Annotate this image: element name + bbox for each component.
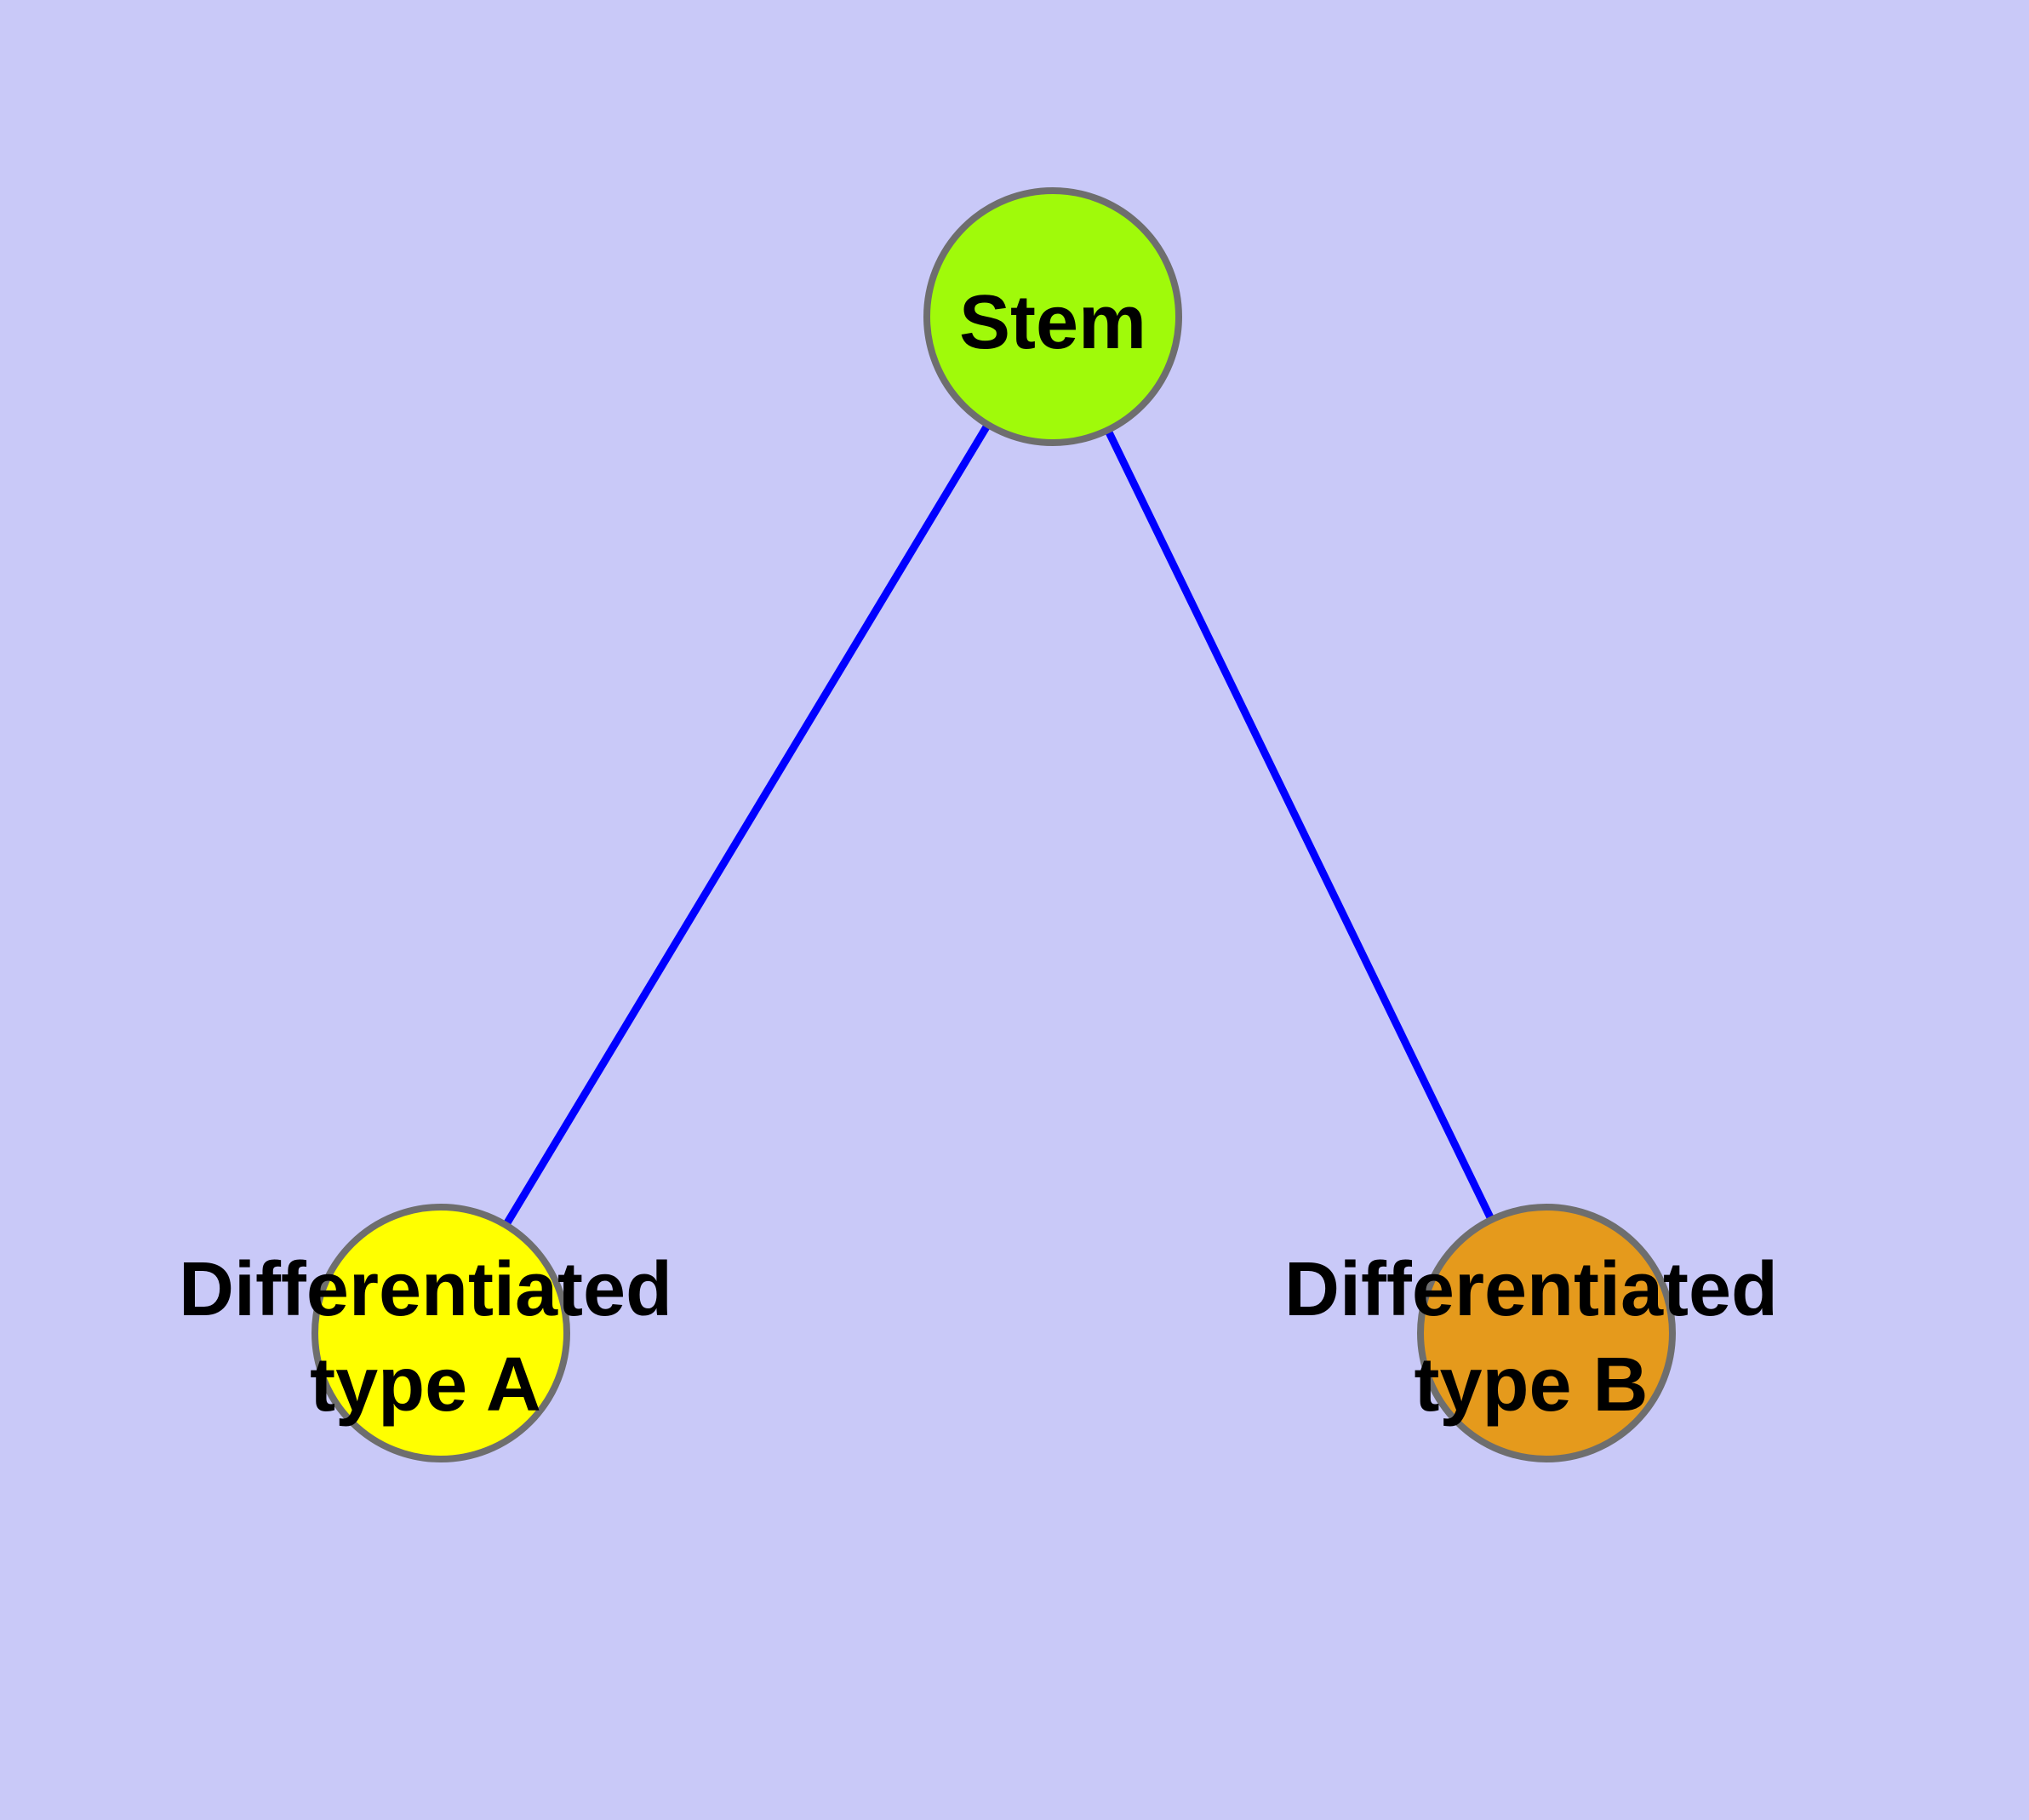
node-differentiated-type-a-label-line-2: type A [310, 1342, 541, 1428]
node-stem-label: Stem [959, 280, 1146, 365]
node-stem [923, 187, 1182, 446]
edge-stem-to-differentiated-type-a [437, 314, 1056, 1336]
edge-stem-to-differentiated-type-b [1049, 315, 1551, 1335]
node-differentiated-type-b [1417, 1204, 1676, 1462]
node-differentiated-type-a-label-line-1: Differentiated [179, 1247, 672, 1332]
node-differentiated-type-b-label-line-1: Differentiated [1284, 1247, 1778, 1332]
node-differentiated-type-b-label-line-2: type B [1414, 1342, 1648, 1428]
node-differentiated-type-a [311, 1204, 570, 1462]
